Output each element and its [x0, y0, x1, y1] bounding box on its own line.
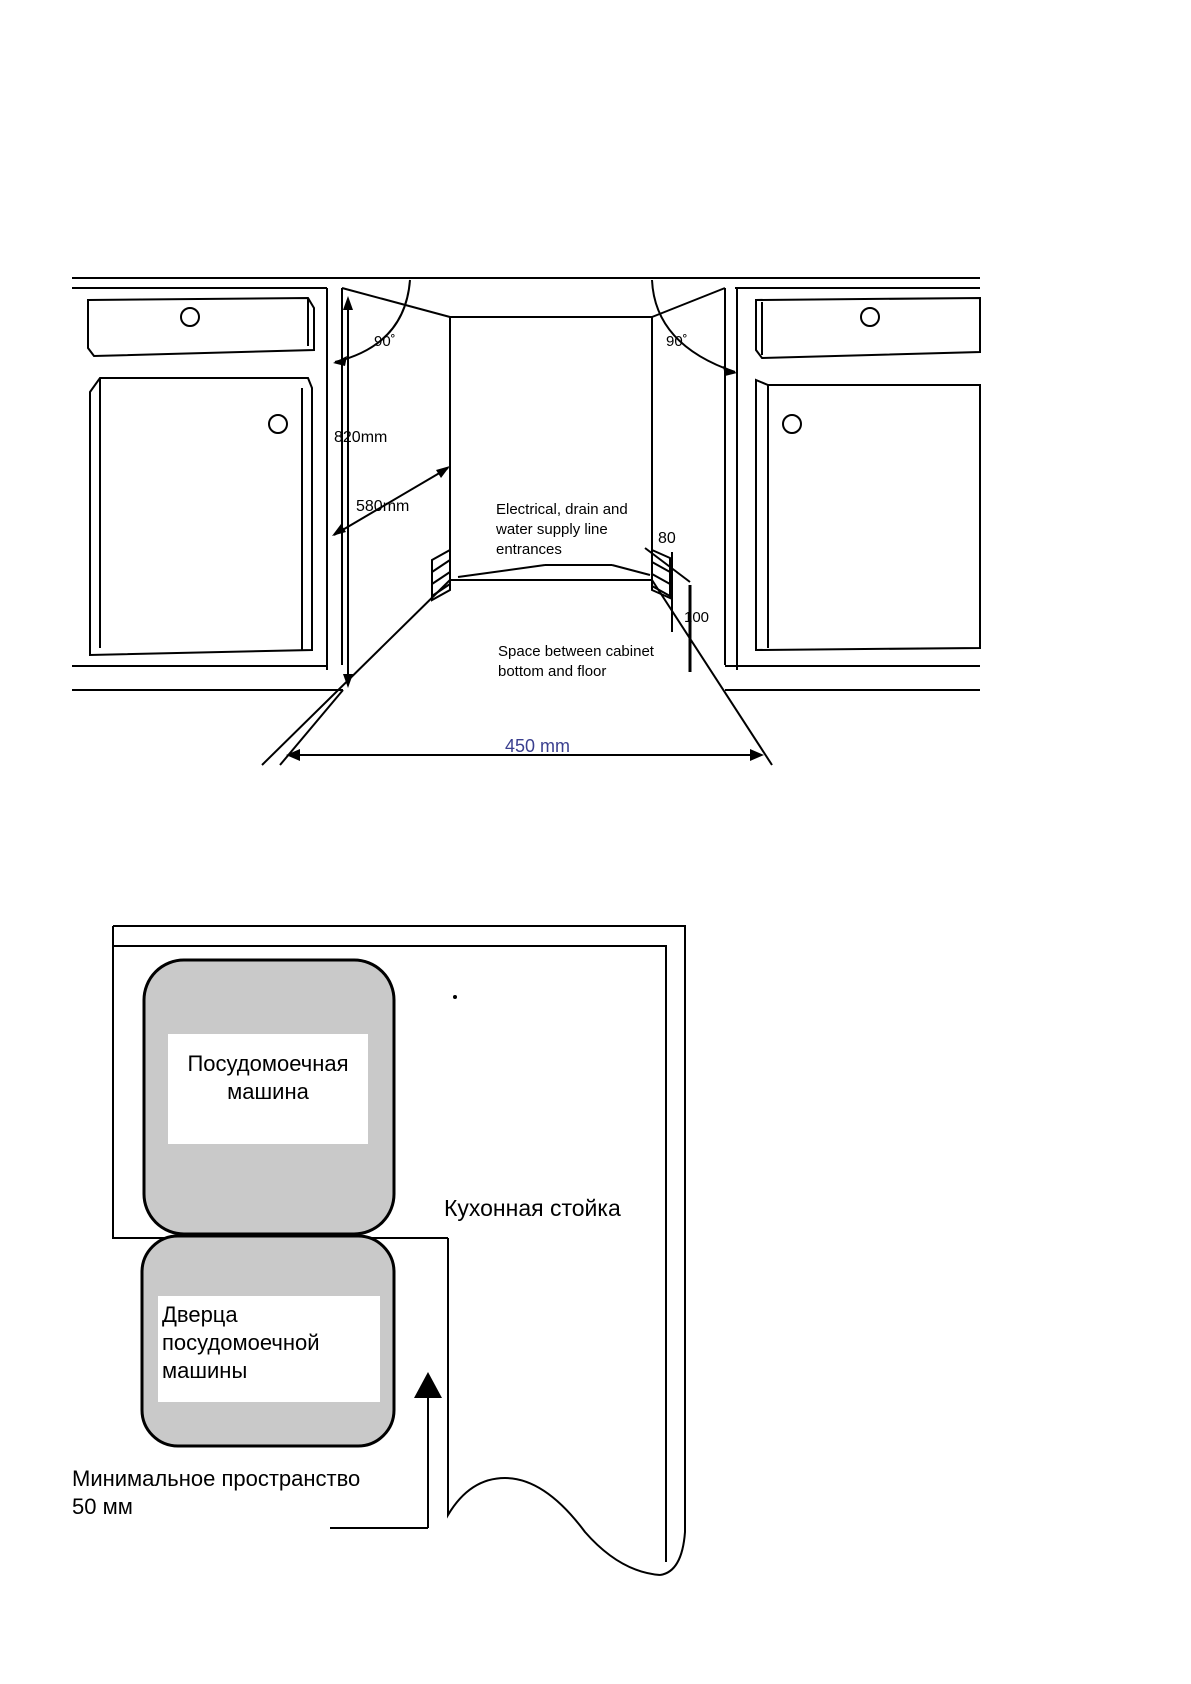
dishwasher-label-box [168, 1034, 368, 1144]
door-label-line2: посудомоечной [162, 1330, 320, 1355]
space-label-line2: bottom and floor [498, 663, 606, 680]
dim-100-label: 100 [684, 609, 709, 626]
entrances-label-line2: water supply line [495, 521, 608, 538]
space-label-line1: Space between cabinet [498, 643, 655, 660]
left-cabinet [72, 288, 343, 691]
door-handle [782, 414, 802, 434]
dishwasher-label-line2: машина [227, 1079, 309, 1104]
counter-cut-edge [447, 1238, 661, 1576]
right-cabinet [724, 288, 981, 691]
width-label: 450 mm [505, 736, 570, 756]
min-space-label-line2: 50 мм [72, 1494, 133, 1519]
door-label-box [158, 1296, 380, 1402]
angle-arc-right [651, 279, 736, 373]
right-entrance-hatch [651, 548, 671, 600]
door-label-line1: Дверца [162, 1302, 238, 1327]
counter-inner-edge [113, 945, 667, 1562]
entrances-leader [457, 564, 546, 578]
dim-80-line [644, 547, 691, 583]
depth-dimension [332, 466, 450, 536]
door-handle [268, 414, 288, 434]
counter-outer-edge [113, 925, 686, 1576]
height-label: 820mm [334, 429, 387, 446]
min-space-label-line1: Минимальное пространство [72, 1466, 360, 1491]
angle-left-label: 90˚ [374, 333, 396, 350]
min-space-arrow-head [414, 1372, 442, 1398]
left-entrance-hatch [431, 548, 451, 602]
counter-label: Кухонная стойка [444, 1195, 621, 1221]
dishwasher-label-line1: Посудомоечная [187, 1051, 348, 1076]
angle-arc-left [334, 279, 411, 363]
height-dimension [343, 296, 353, 688]
drawer-handle [860, 307, 880, 327]
entrances-label-line1: Electrical, drain and [496, 501, 628, 518]
door-label-line3: машины [162, 1358, 247, 1383]
dot-mark [453, 995, 457, 999]
dim-80-label: 80 [658, 530, 676, 547]
installation-diagram: 90˚ 90˚ 820mm 580mm Electrical, drain an… [72, 277, 981, 766]
depth-label: 580mm [356, 498, 409, 515]
angle-right-label: 90˚ [666, 333, 688, 350]
dishwasher-niche [261, 287, 773, 766]
drawer-handle [180, 307, 200, 327]
width-dimension [286, 749, 764, 761]
entrances-label-line3: entrances [496, 541, 562, 558]
